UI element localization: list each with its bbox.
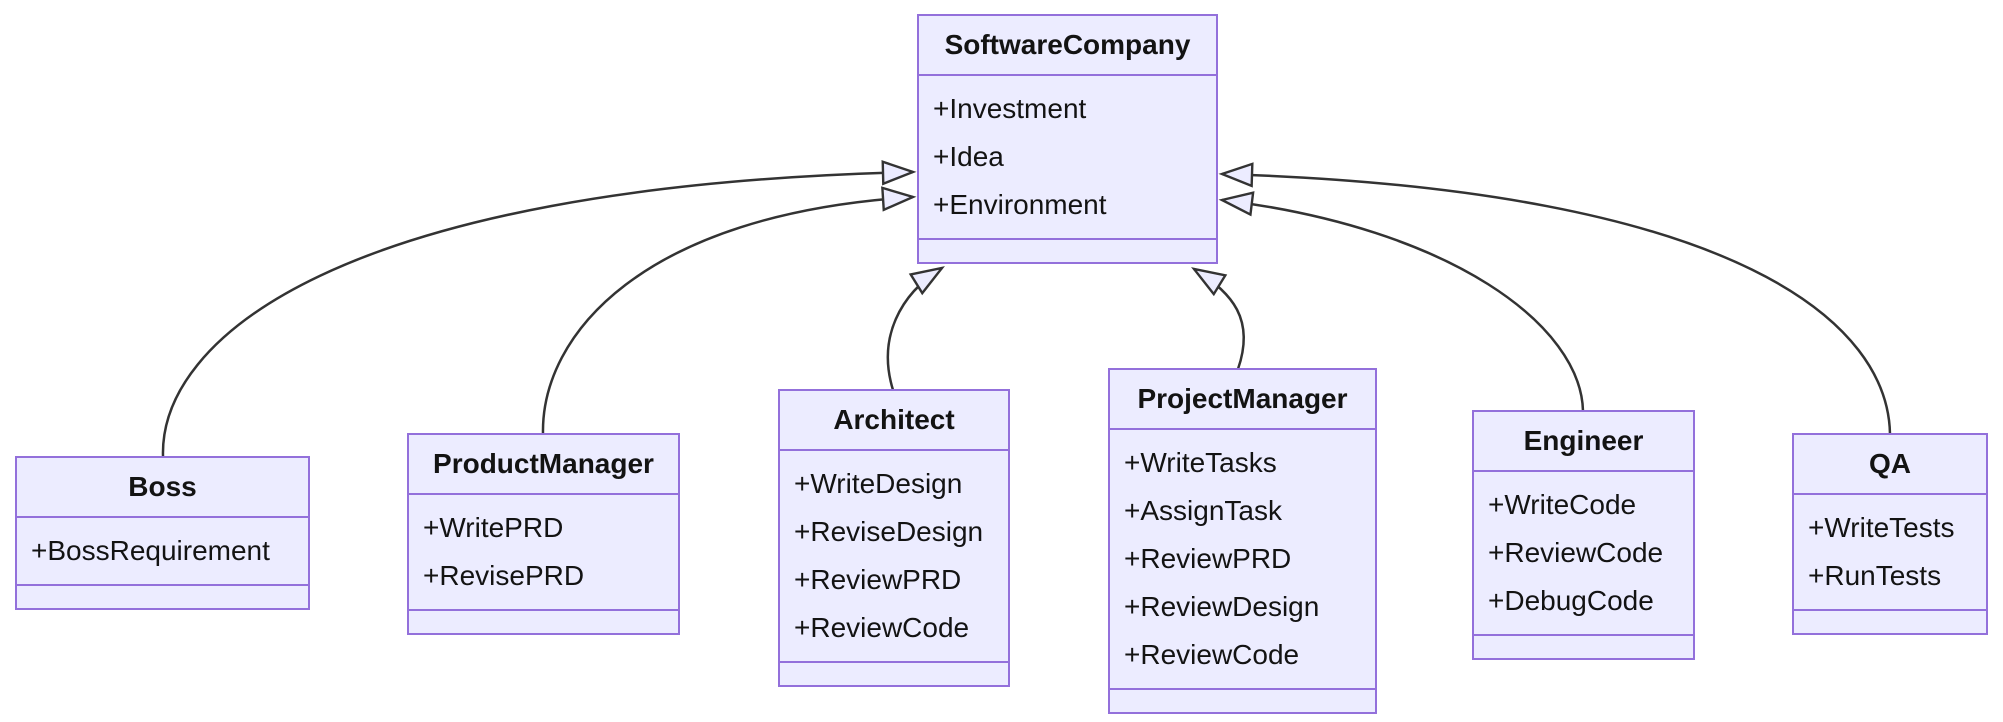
class-attribute: +WriteTests [1808,512,1955,543]
class-attribute: +RevisePRD [423,560,585,591]
class-node-softwarecompany: SoftwareCompany +Investment +Idea +Envir… [917,14,1218,264]
class-title: SoftwareCompany [919,16,1216,76]
class-attributes: +Investment +Idea +Environment [919,76,1216,240]
class-node-qa: QA +WriteTests +RunTests [1792,433,1988,635]
class-methods-empty [409,611,678,633]
class-methods-empty [17,586,308,608]
class-attributes: +WriteTests +RunTests [1794,495,1986,611]
class-methods-empty [780,663,1008,685]
class-node-projectmanager: ProjectManager +WriteTasks +AssignTask +… [1108,368,1377,714]
class-title: Engineer [1474,412,1693,472]
class-attribute: +ReviewCode [1488,537,1664,568]
class-attribute: +ReviewCode [1124,639,1300,670]
class-attribute: +ReviewPRD [794,564,962,595]
class-attribute: +Investment [933,93,1087,124]
class-title: ProductManager [409,435,678,495]
class-attribute: +DebugCode [1488,585,1654,616]
class-methods-empty [1110,690,1375,712]
class-node-productmanager: ProductManager +WritePRD +RevisePRD [407,433,680,635]
class-attributes: +WriteDesign +ReviseDesign +ReviewPRD +R… [780,451,1008,663]
class-attribute: +BossRequirement [31,535,270,566]
class-title: ProjectManager [1110,370,1375,430]
class-title: QA [1794,435,1986,495]
edge-architect-inherits-softwarecompany [886,266,945,391]
class-attribute: +WriteTasks [1124,447,1277,478]
class-attribute: +ReviewCode [794,612,970,643]
class-attribute: +RunTests [1808,560,1942,591]
class-methods-empty [1474,636,1693,658]
class-attribute: +Environment [933,189,1107,220]
class-title: Architect [780,391,1008,451]
class-attribute: +Idea [933,141,1004,172]
edge-qa-inherits-softwarecompany [1218,162,1892,435]
edge-engineer-inherits-softwarecompany [1218,191,1585,412]
class-attribute: +WriteCode [1488,489,1637,520]
class-attribute: +ReviewDesign [1124,591,1320,622]
class-title: Boss [17,458,308,518]
class-node-architect: Architect +WriteDesign +ReviseDesign +Re… [778,389,1010,687]
class-attributes: +WritePRD +RevisePRD [409,495,678,611]
class-attributes: +WriteCode +ReviewCode +DebugCode [1474,472,1693,636]
class-attributes: +WriteTasks +AssignTask +ReviewPRD +Revi… [1110,430,1375,690]
class-attribute: +WriteDesign [794,468,963,499]
class-methods-empty [919,240,1216,262]
class-node-engineer: Engineer +WriteCode +ReviewCode +DebugCo… [1472,410,1695,660]
edge-boss-inherits-softwarecompany [161,160,917,457]
class-attribute: +AssignTask [1124,495,1282,526]
class-attribute: +ReviewPRD [1124,543,1292,574]
class-methods-empty [1794,611,1986,633]
edge-productmanager-inherits-softwarecompany [541,186,917,435]
class-attribute: +WritePRD [423,512,564,543]
edge-projectmanager-inherits-softwarecompany [1191,267,1246,370]
class-node-boss: Boss +BossRequirement [15,456,310,610]
class-attribute: +ReviseDesign [794,516,984,547]
class-attributes: +BossRequirement [17,518,308,586]
